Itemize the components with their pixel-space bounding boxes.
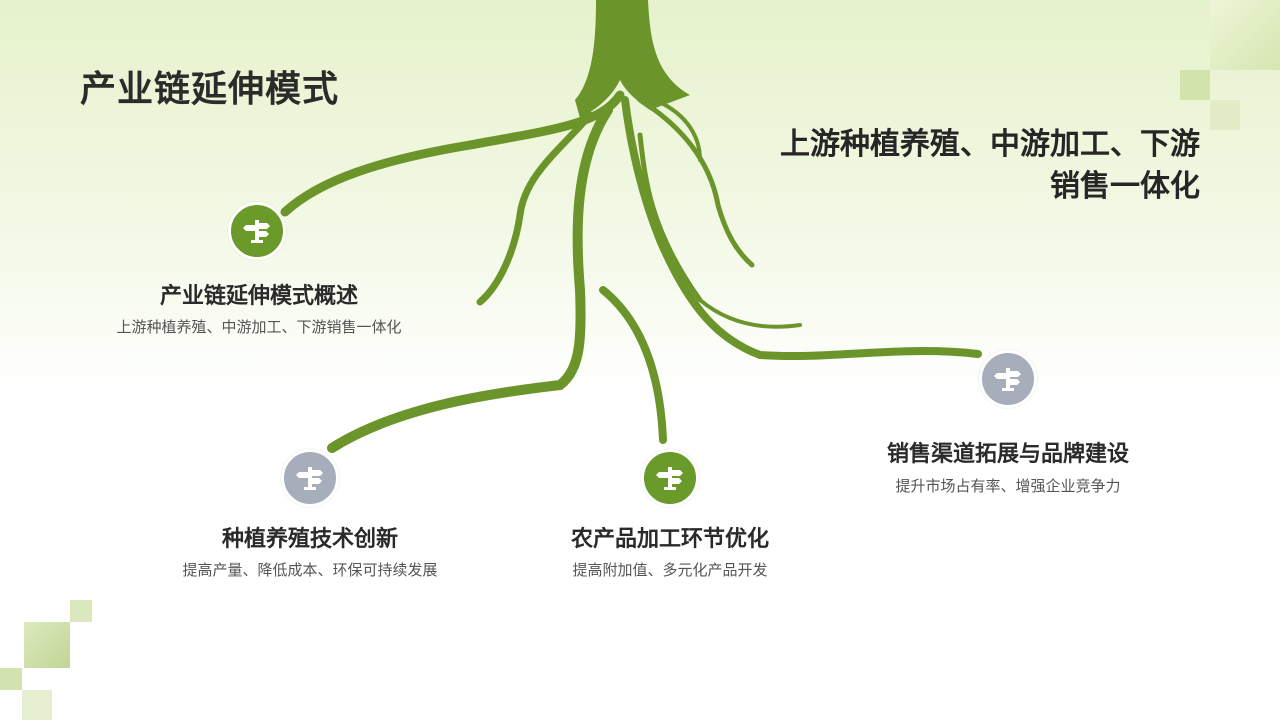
- deco-square: [22, 690, 52, 720]
- node-description: 提高产量、降低成本、环保可持续发展: [182, 561, 438, 579]
- signpost-icon: [228, 202, 286, 260]
- deco-square: [1210, 100, 1240, 130]
- deco-square: [24, 622, 70, 668]
- page-title: 产业链延伸模式: [80, 69, 340, 110]
- signpost-icon: [979, 350, 1037, 408]
- signpost-icon: [281, 449, 339, 507]
- node-description: 提高附加值、多元化产品开发: [572, 561, 768, 579]
- node-description: 上游种植养殖、中游加工、下游销售一体化: [116, 318, 402, 336]
- deco-square: [70, 600, 92, 622]
- headline-text: 上游种植养殖、中游加工、下游销售一体化: [780, 127, 1200, 204]
- node-title: 产业链延伸模式概述: [159, 284, 358, 309]
- node-title: 种植养殖技术创新: [221, 527, 398, 552]
- deco-square: [1180, 70, 1210, 100]
- signpost-icon: [641, 449, 699, 507]
- node-description: 提升市场占有率、增强企业竞争力: [895, 477, 1121, 495]
- node-title: 农产品加工环节优化: [570, 527, 769, 552]
- deco-square: [1210, 0, 1280, 70]
- node-title: 销售渠道拓展与品牌建设: [886, 442, 1129, 467]
- deco-square: [0, 668, 22, 690]
